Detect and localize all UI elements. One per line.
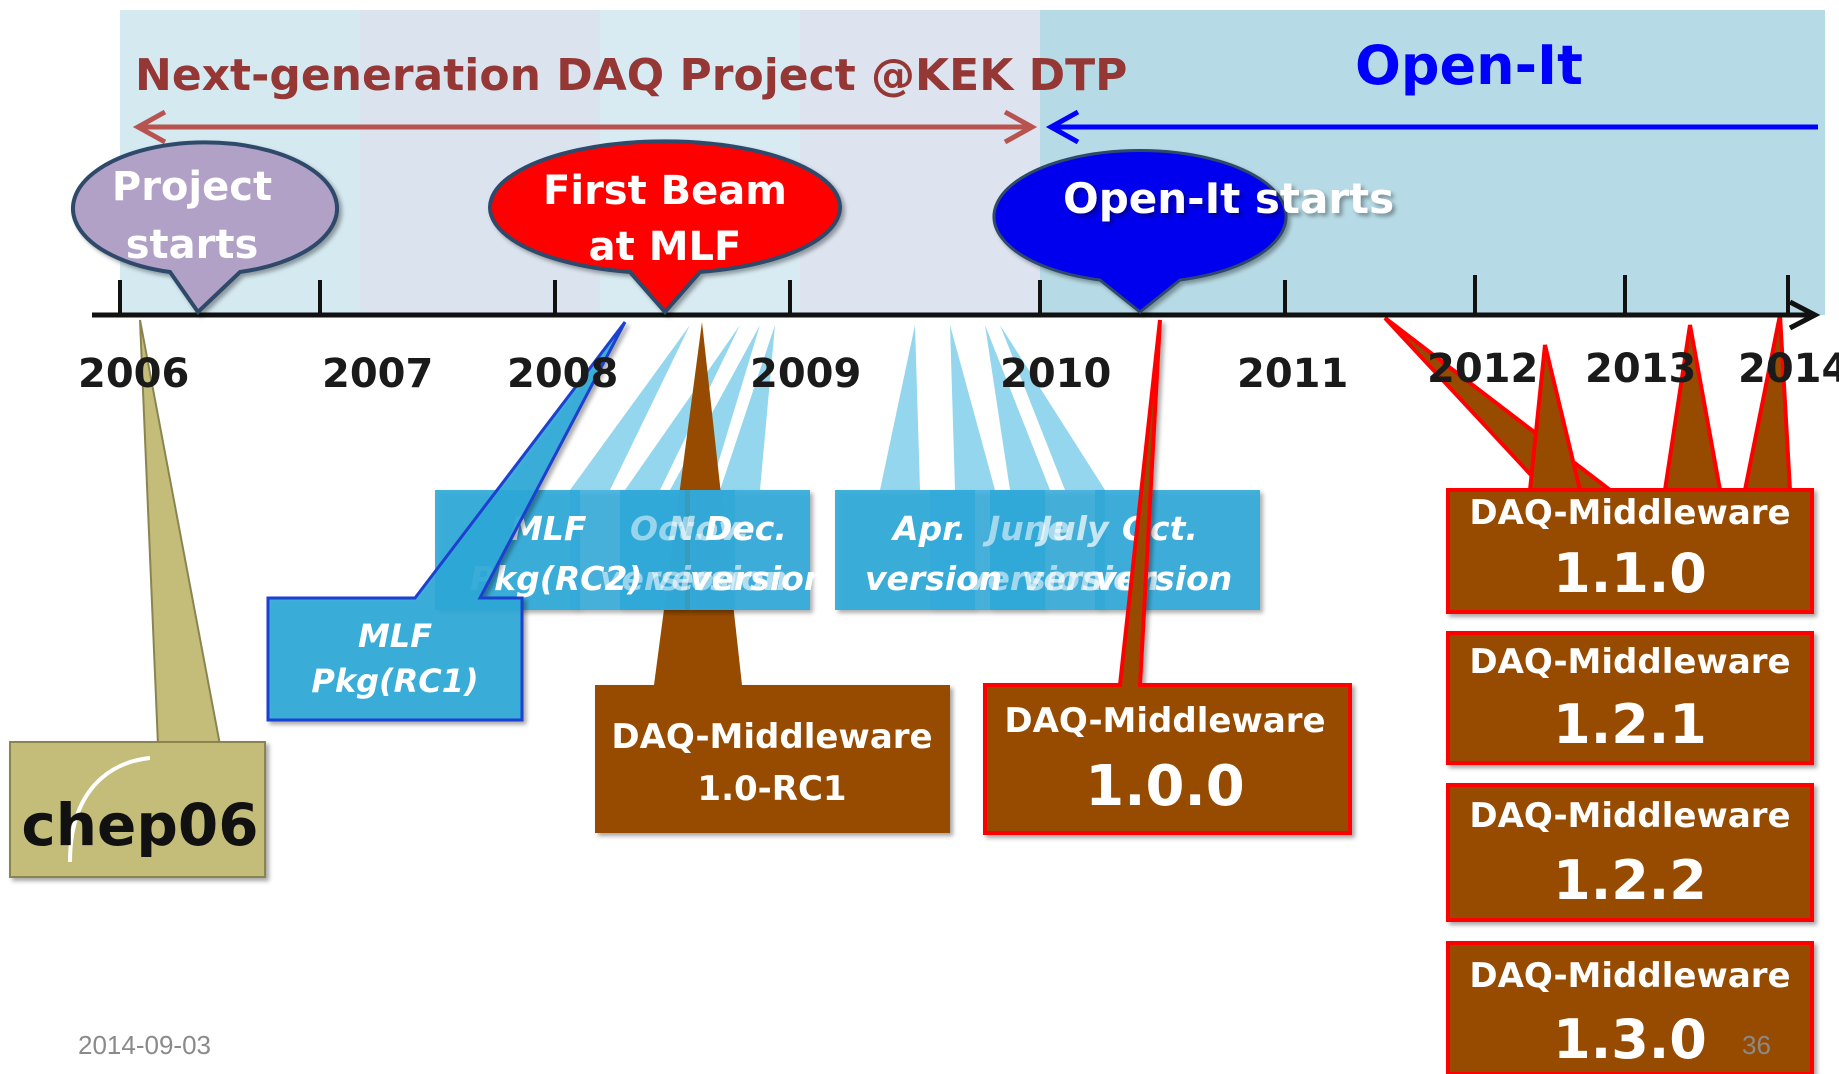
year-2011: 2011 [1237, 351, 1348, 397]
year-2013: 2013 [1585, 346, 1696, 392]
release-110-box: DAQ-Middleware 1.1.0 [1446, 488, 1814, 614]
release-121-box: DAQ-Middleware 1.2.1 [1446, 631, 1814, 765]
background-bands [120, 10, 1825, 315]
year-2009: 2009 [750, 351, 861, 397]
year-2007: 2007 [322, 351, 433, 397]
release-130-line2: 1.3.0 [1553, 1008, 1707, 1071]
right-release-pointers [1383, 314, 1793, 492]
june-version-line2: version [966, 559, 1103, 598]
openit-period-arrow [1045, 109, 1818, 145]
first-beam-line1: First Beam [543, 168, 787, 214]
mlf-pkg-rc1-line2: Pkg(RC1) [311, 662, 478, 700]
blue-version-labels: MLF Pkg(RC2) Oct. version Nov. version D… [470, 509, 1232, 598]
oct-version-2008-line1: Oct. [630, 509, 706, 548]
nov-version-line1: Nov. [668, 509, 750, 548]
apr-version-line2: version [865, 559, 1002, 598]
nov-version-line2: version [650, 559, 787, 598]
blue-version-pointers [570, 325, 1105, 490]
project-starts-callout: Project starts [71, 140, 339, 316]
footer-date: 2014-09-03 [78, 1030, 211, 1060]
dec-version-line2: version [690, 559, 827, 598]
year-2008: 2008 [507, 351, 618, 397]
release-100-line2: 1.0.0 [1085, 754, 1244, 819]
oct-version-2009-line1: Oct. [1122, 509, 1198, 548]
year-2006: 2006 [78, 351, 189, 397]
project-band-shade-4 [800, 10, 1040, 315]
project-starts-line2: starts [126, 222, 259, 268]
mlf-pkg-rc1-line1: MLF [358, 617, 432, 655]
timeline-axis [92, 275, 1821, 331]
openit-title: Open-It [1355, 34, 1583, 97]
release-130-line1: DAQ-Middleware [1469, 956, 1790, 996]
june-version-line1: June [982, 509, 1070, 548]
year-2012: 2012 [1427, 346, 1538, 392]
release-122-line2: 1.2.2 [1553, 849, 1707, 912]
page-number: 36 [1742, 1030, 1771, 1060]
openit-starts-callout: Open-It starts [992, 149, 1394, 314]
release-rc1-box: DAQ-Middleware 1.0-RC1 [595, 685, 950, 833]
apr-version-line1: Apr. [890, 509, 966, 548]
project-title: Next-generation DAQ Project @KEK DTP [135, 50, 1127, 101]
blue-version-boxes [435, 490, 1260, 610]
oct-version-2009-line2: version [1095, 559, 1232, 598]
release-130-box: DAQ-Middleware 1.3.0 [1446, 941, 1814, 1074]
year-2010: 2010 [1000, 351, 1111, 397]
oct-version-2008-line2: version [600, 559, 737, 598]
release-100-callout: DAQ-Middleware 1.0.0 [983, 319, 1352, 835]
dec-version-line1: Dec. [705, 509, 787, 548]
release-rc1-line1: DAQ-Middleware [611, 717, 932, 757]
release-122-box: DAQ-Middleware 1.2.2 [1446, 783, 1814, 922]
mlf-pkg-rc1-callout: MLF Pkg(RC1) [266, 321, 627, 722]
release-100-line1: DAQ-Middleware [1004, 701, 1325, 741]
release-rc1-line2: 1.0-RC1 [697, 769, 846, 809]
chep06-logo: chep06 [21, 791, 258, 859]
release-121-line1: DAQ-Middleware [1469, 642, 1790, 682]
first-beam-callout: First Beam at MLF [488, 139, 842, 316]
first-beam-line2: at MLF [589, 224, 742, 270]
july-version-line1: July [1034, 509, 1110, 548]
release-121-line2: 1.2.1 [1553, 693, 1707, 756]
release-122-line1: DAQ-Middleware [1469, 796, 1790, 836]
year-labels: 2006 2007 2008 2009 2010 2011 2012 2013 … [78, 346, 1839, 397]
chep06-callout: chep06 [9, 319, 266, 878]
project-period-arrow [132, 109, 1038, 145]
year-2014: 2014 [1738, 346, 1839, 392]
release-110-line1: DAQ-Middleware [1469, 493, 1790, 533]
project-starts-line1: Project [112, 164, 272, 210]
release-110-line2: 1.1.0 [1553, 542, 1707, 605]
openit-starts-label: Open-It starts [1063, 174, 1394, 223]
